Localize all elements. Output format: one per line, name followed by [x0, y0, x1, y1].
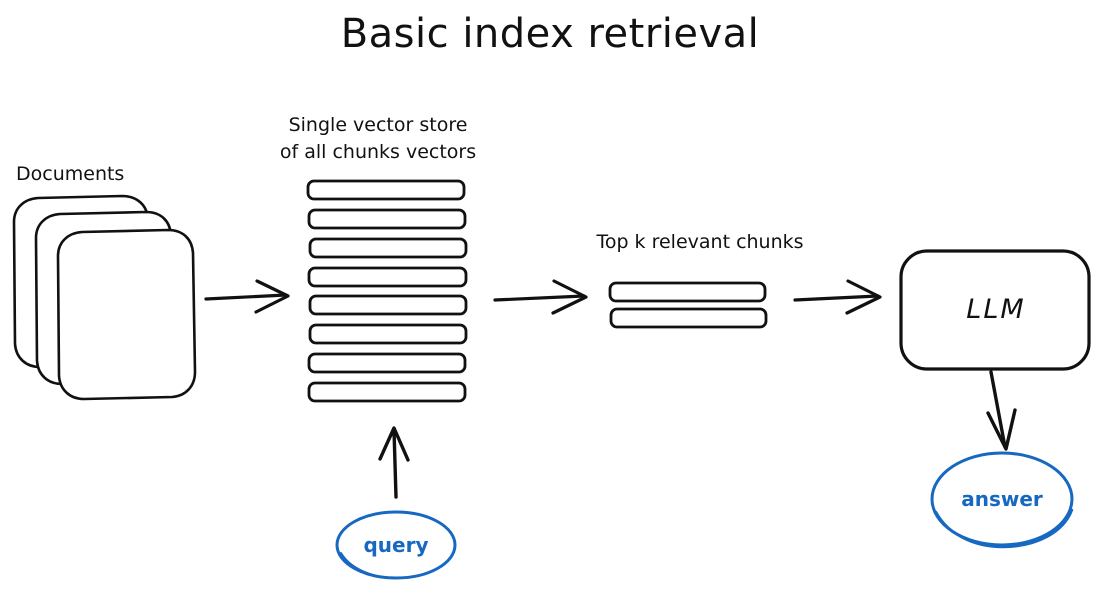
llm-node[interactable]: LLM — [899, 249, 1091, 371]
vector-store-chunks[interactable] — [306, 179, 468, 403]
arrow-store-to-topk — [493, 279, 588, 315]
llm-box — [899, 249, 1091, 371]
chunk-bar — [307, 208, 467, 230]
answer-ellipse — [930, 451, 1074, 547]
query-label: query — [363, 533, 428, 557]
documents-label: Documents — [16, 163, 124, 185]
chunk-bar — [308, 237, 468, 259]
answer-ellipse-sketch-stroke — [934, 508, 1074, 549]
chunk-bar — [308, 323, 468, 345]
arrow-query-to-store — [378, 426, 410, 499]
chunk-bar — [306, 179, 466, 201]
retrieved-chunks[interactable] — [608, 281, 768, 329]
retrieved-chunk-bar — [609, 307, 768, 329]
chunk-bar — [307, 352, 467, 374]
chunk-bar — [307, 266, 468, 288]
query-ellipse-sketch-stroke — [340, 551, 455, 579]
llm-label: LLM — [966, 294, 1025, 325]
arrow-documents-to-store — [204, 279, 290, 314]
retrieved-chunk-bar — [608, 281, 767, 303]
chunk-bar — [307, 381, 467, 403]
documents-stack[interactable] — [12, 194, 197, 401]
vector-store-label-line1: Single vector store — [289, 114, 468, 136]
document-sheet-front — [56, 228, 197, 401]
arrow-llm-to-answer — [986, 370, 1017, 451]
answer-label: answer — [961, 487, 1043, 511]
topk-label: Top k relevant chunks — [595, 231, 803, 253]
answer-node[interactable]: answer — [930, 451, 1074, 549]
query-node[interactable]: query — [335, 510, 457, 580]
arrow-topk-to-llm — [793, 279, 882, 315]
vector-store-label-line2: of all chunks vectors — [280, 141, 476, 163]
chunk-bar — [308, 294, 468, 316]
diagram-title: Basic index retrieval — [341, 11, 760, 57]
